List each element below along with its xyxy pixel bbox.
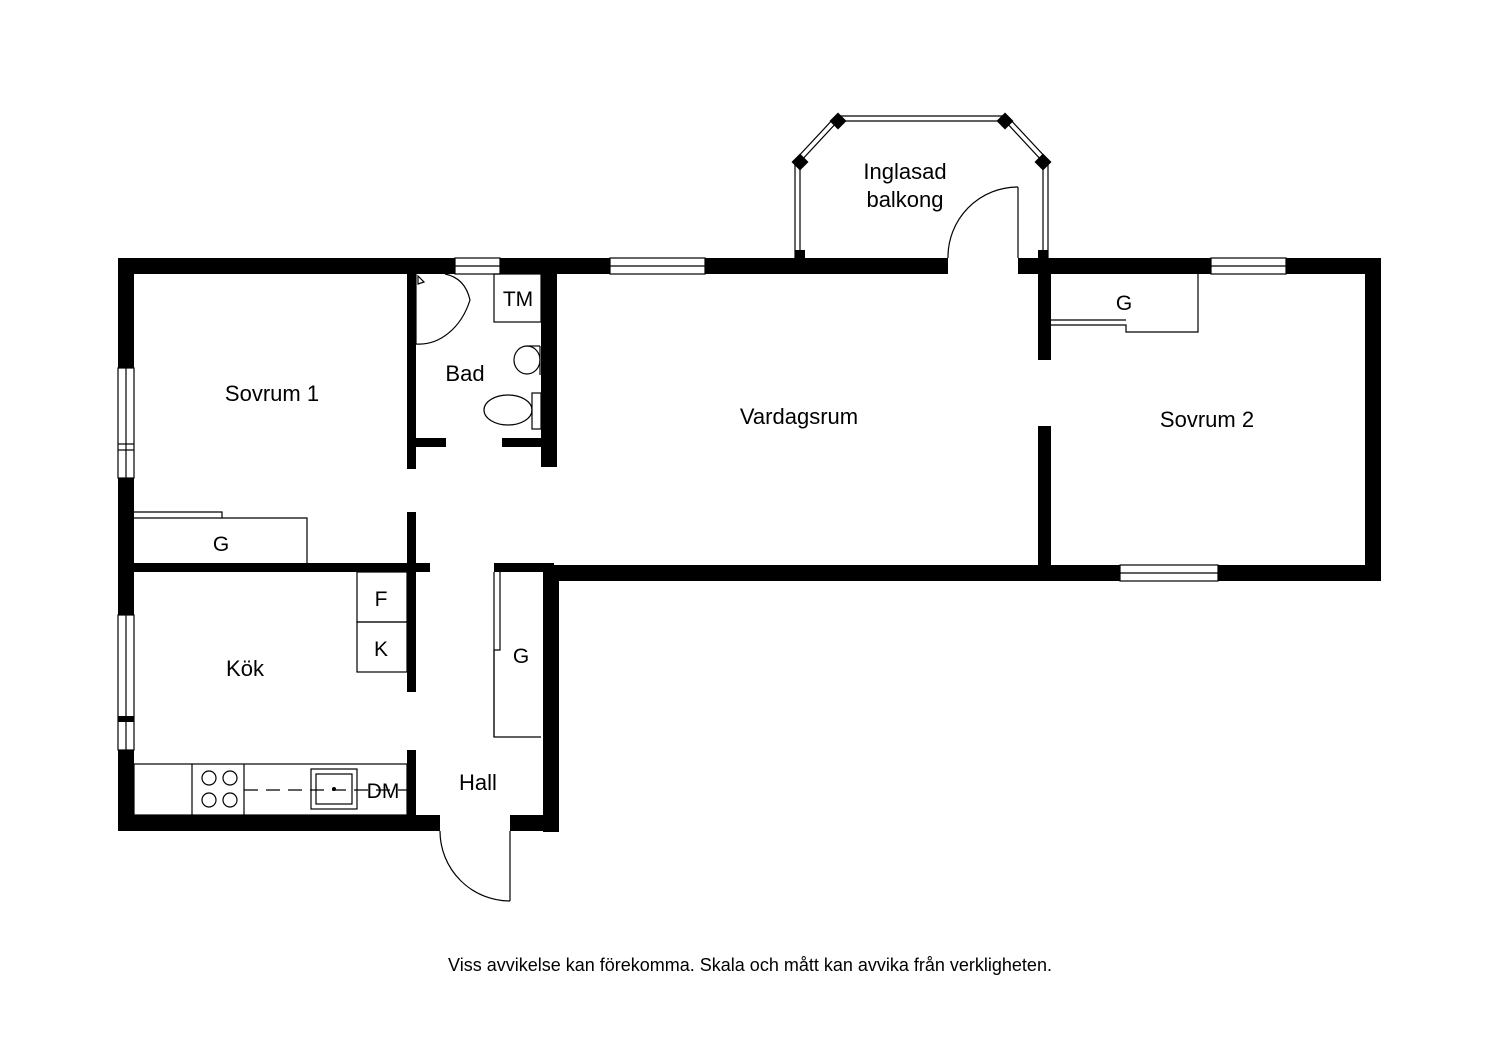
disclaimer-text: Viss avvikelse kan förekomma. Skala och … xyxy=(448,955,1052,975)
label-balcony-line1: Inglasad xyxy=(863,159,946,184)
fixtures xyxy=(133,273,1199,816)
label-hall: Hall xyxy=(459,770,497,795)
interior-walls xyxy=(134,274,1051,815)
label-vardagsrum: Vardagsrum xyxy=(740,404,858,429)
label-wardrobe-sovrum-2: G xyxy=(1116,292,1132,315)
label-fridge: F xyxy=(375,588,388,611)
label-kok: Kök xyxy=(226,656,265,681)
label-wardrobe-hall: G xyxy=(513,645,529,668)
label-dm: DM xyxy=(367,780,400,803)
label-sovrum-2: Sovrum 2 xyxy=(1160,407,1254,432)
windows xyxy=(117,257,1287,751)
label-tm: TM xyxy=(503,288,533,311)
exterior-walls xyxy=(118,258,1381,832)
label-sovrum-1: Sovrum 1 xyxy=(225,381,319,406)
doors xyxy=(415,273,511,902)
label-bad: Bad xyxy=(445,361,484,386)
label-balcony-line2: balkong xyxy=(866,187,943,212)
label-wardrobe-sovrum-1: G xyxy=(213,533,229,556)
label-freezer: K xyxy=(374,638,388,661)
